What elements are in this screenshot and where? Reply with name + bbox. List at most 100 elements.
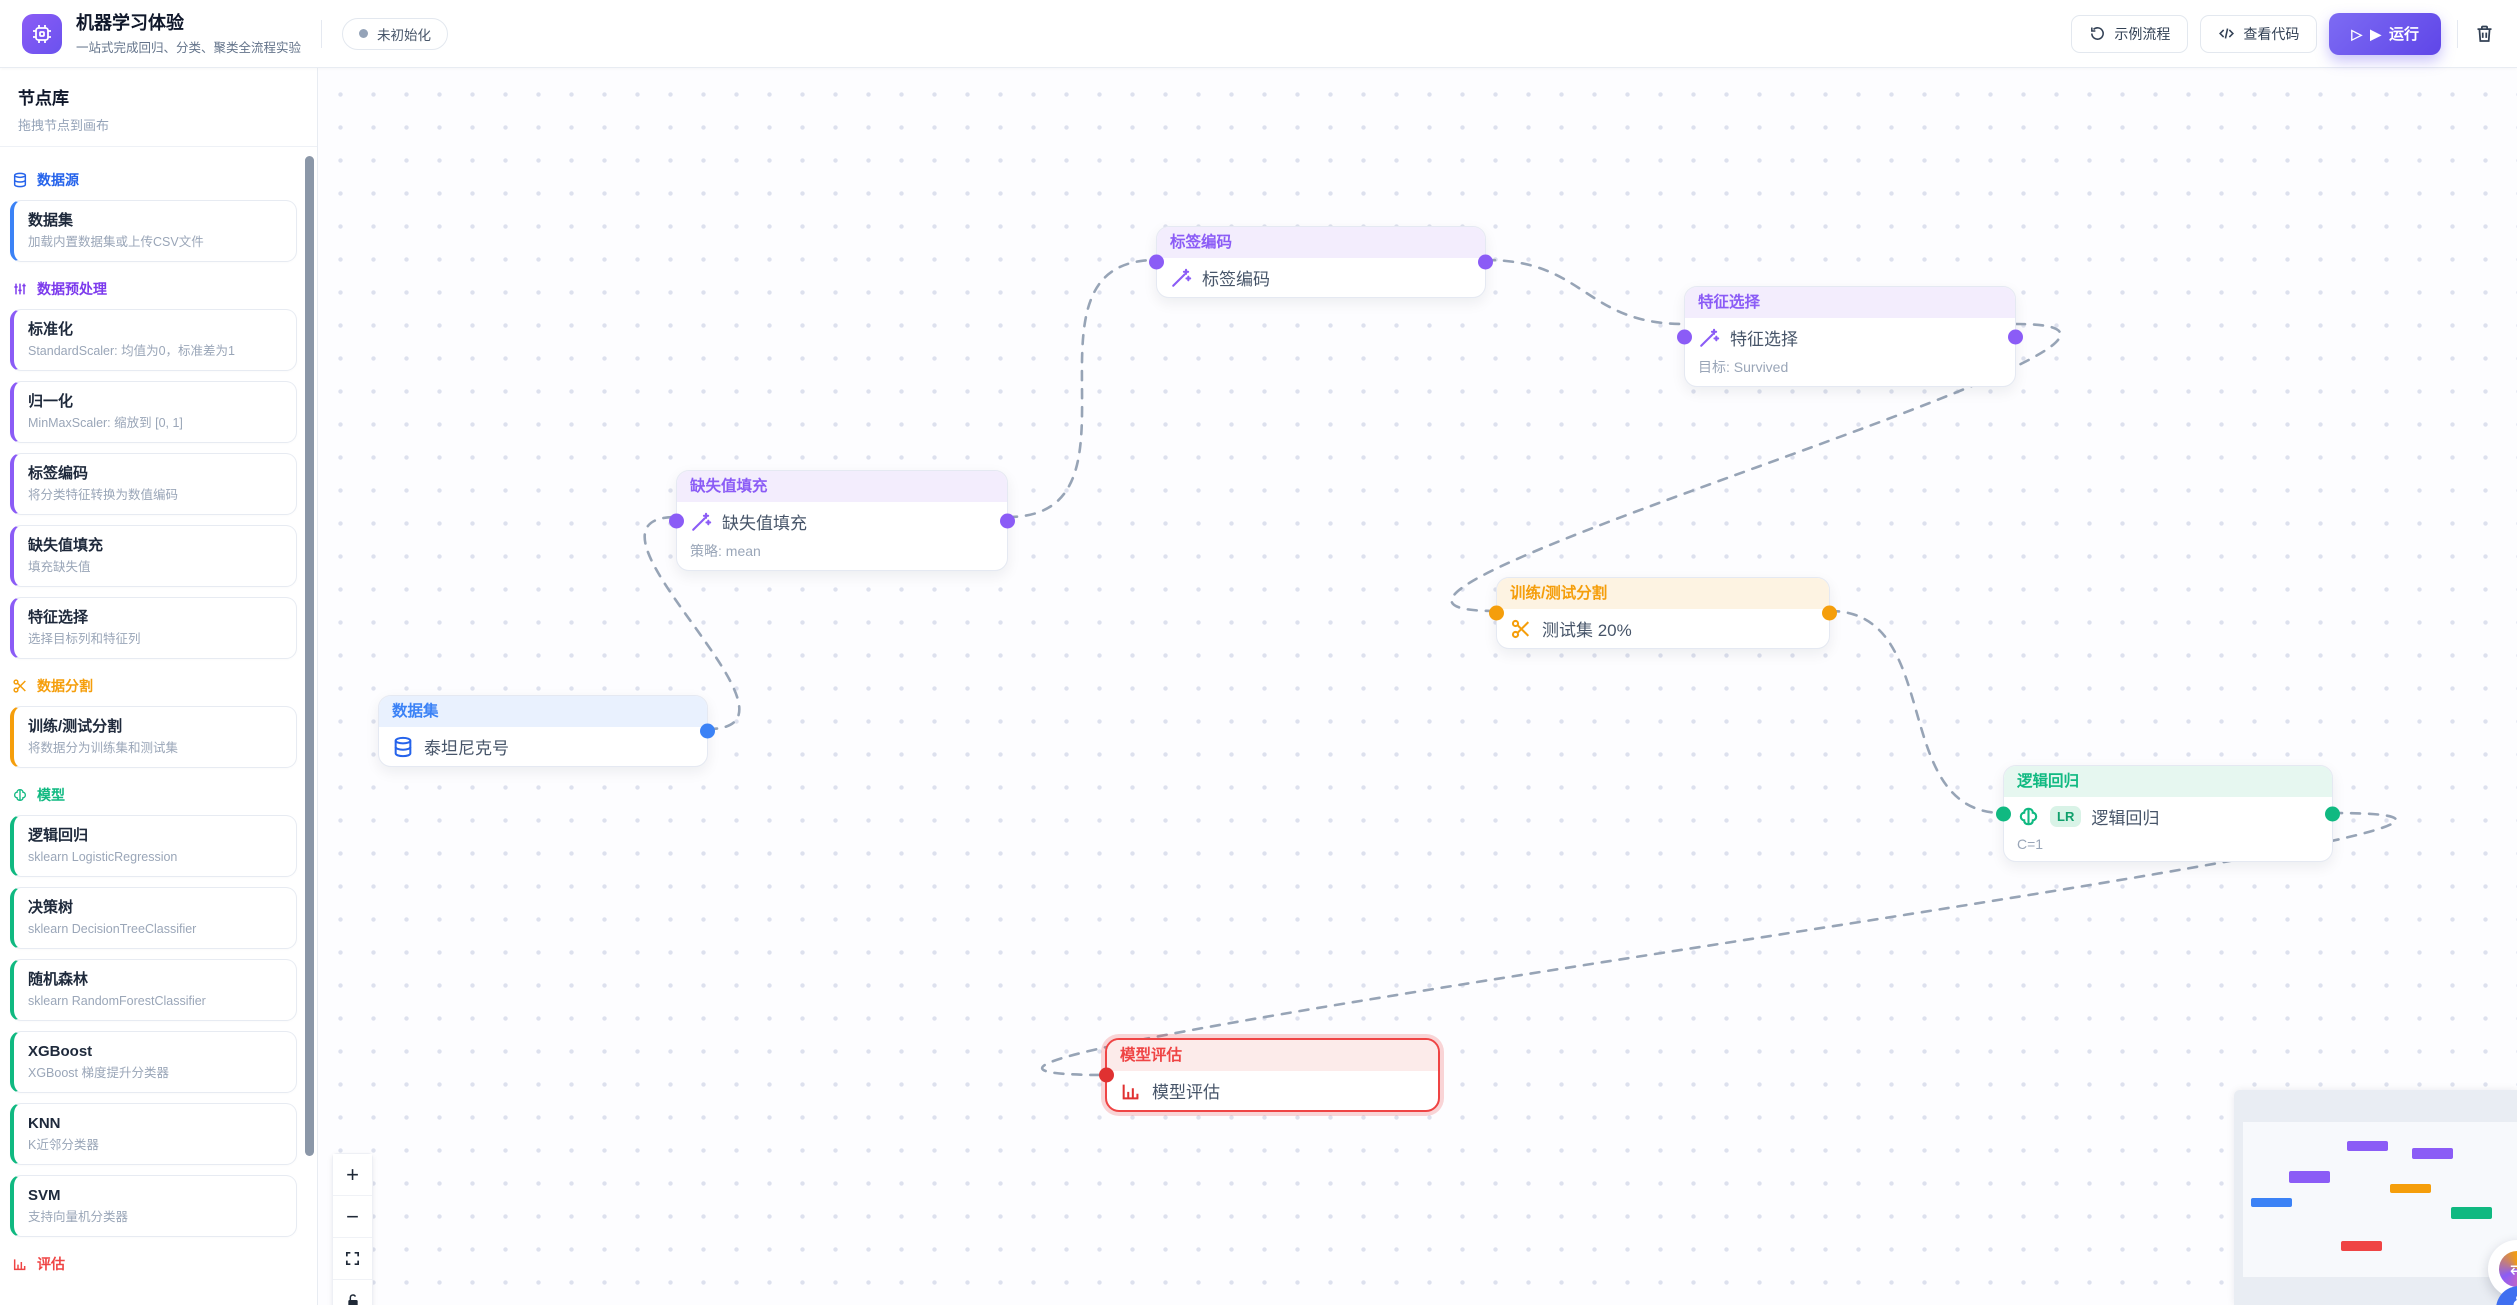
scissors-icon: [13, 679, 26, 693]
category-label: 数据分割: [37, 678, 93, 694]
input-handle[interactable]: [669, 513, 684, 528]
lock-open-icon: [347, 1294, 358, 1305]
flow-node-model-eval[interactable]: 模型评估 模型评估: [1099, 1038, 1440, 1112]
card-title: 归一化: [28, 393, 74, 410]
minus-icon: −: [346, 1203, 359, 1229]
fit-view-icon: [345, 1251, 360, 1266]
chip-icon: [33, 24, 51, 43]
card-title: 缺失值填充: [28, 537, 104, 554]
output-handle[interactable]: [1822, 605, 1837, 621]
card-desc: sklearn DecisionTreeClassifier: [28, 922, 197, 936]
flow-node-impute[interactable]: 缺失值填充 缺失值填充 策略: mean: [669, 470, 1015, 571]
card-title: 逻辑回归: [28, 827, 89, 844]
card-title: SVM: [28, 1187, 61, 1204]
zoom-out-button[interactable]: −: [333, 1196, 372, 1238]
example-flow-button[interactable]: 示例流程: [2071, 14, 2189, 53]
node-label: 标签编码: [1202, 270, 1270, 289]
database-icon: [394, 736, 412, 757]
card-title: 随机森林: [28, 971, 89, 988]
node-header: 逻辑回归: [2004, 766, 2332, 797]
flow-node-logistic-regression[interactable]: 逻辑回归 LR 逻辑回归 C=1: [1996, 765, 2340, 862]
bar-chart-icon: [13, 1259, 26, 1271]
output-handle[interactable]: [700, 723, 715, 739]
library-card-random-forest[interactable]: 随机森林 sklearn RandomForestClassifier: [10, 959, 297, 1021]
flow-edge[interactable]: [1006, 258, 1158, 519]
output-handle[interactable]: [1000, 513, 1015, 528]
card-desc: MinMaxScaler: 缩放到 [0, 1]: [28, 416, 183, 430]
lock-button[interactable]: [333, 1280, 372, 1305]
page-title: 机器学习体验: [76, 12, 184, 33]
library-card-impute[interactable]: 缺失值填充 填充缺失值: [10, 525, 297, 587]
app-header: 机器学习体验 一站式完成回归、分类、聚类全流程实验 未初始化 示例流程 查看代码: [0, 0, 2517, 68]
run-button[interactable]: ▷ ▶ 运行: [2329, 12, 2441, 55]
flow-edge[interactable]: [1450, 322, 2062, 613]
input-handle[interactable]: [1149, 254, 1164, 270]
node-header: 特征选择: [1685, 287, 2015, 318]
input-handle[interactable]: [1996, 806, 2011, 821]
output-handle[interactable]: [2008, 329, 2023, 344]
input-handle[interactable]: [1489, 605, 1504, 621]
status-badge: 未初始化: [342, 17, 449, 50]
card-desc: 支持向量机分类器: [28, 1210, 129, 1224]
view-code-label: 查看代码: [2243, 25, 2300, 42]
database-icon: [13, 172, 27, 188]
library-card-dataset[interactable]: 数据集 加载内置数据集或上传CSV文件: [10, 200, 297, 262]
category-label: 数据预处理: [37, 281, 107, 297]
assistant-icon: [2499, 1251, 2517, 1287]
node-label: 缺失值填充: [722, 514, 807, 533]
output-handle[interactable]: [1478, 254, 1493, 270]
library-card-logistic-regression[interactable]: 逻辑回归 sklearn LogisticRegression: [10, 815, 297, 877]
library-card-decision-tree[interactable]: 决策树 sklearn DecisionTreeClassifier: [10, 887, 297, 949]
category-label: 评估: [37, 1256, 65, 1272]
library-card-xgboost[interactable]: XGBoost XGBoost 梯度提升分类器: [10, 1031, 297, 1093]
library-card-train-test-split[interactable]: 训练/测试分割 将数据分为训练集和测试集: [10, 706, 297, 768]
flow-node-train-test-split[interactable]: 训练/测试分割 测试集 20%: [1489, 577, 1837, 649]
minimap-node: [2451, 1207, 2492, 1219]
flow-node-dataset[interactable]: 数据集 泰坦尼克号: [378, 695, 715, 767]
card-desc: sklearn LogisticRegression: [28, 850, 178, 864]
lr-badge: LR: [2050, 806, 2082, 827]
category-models: 模型: [12, 785, 297, 805]
fit-view-button[interactable]: [333, 1238, 372, 1280]
card-desc: K近邻分类器: [28, 1138, 99, 1152]
trash-icon: [2477, 25, 2492, 42]
flow-edge[interactable]: [1828, 609, 2005, 815]
input-handle[interactable]: [1677, 329, 1692, 344]
node-subtitle: C=1: [2017, 836, 2044, 852]
card-desc: 将数据分为训练集和测试集: [28, 741, 179, 755]
node-header: 标签编码: [1157, 227, 1485, 258]
card-title: KNN: [28, 1115, 61, 1132]
node-subtitle: 目标: Survived: [1698, 359, 1789, 375]
library-card-standardize[interactable]: 标准化 StandardScaler: 均值为0，标准差为1: [10, 309, 297, 371]
node-label: 测试集 20%: [1542, 621, 1632, 640]
library-card-normalize[interactable]: 归一化 MinMaxScaler: 缩放到 [0, 1]: [10, 381, 297, 443]
library-card-label-encode[interactable]: 标签编码 将分类特征转换为数值编码: [10, 453, 297, 515]
view-code-button[interactable]: 查看代码: [2200, 14, 2318, 53]
sidebar-scrollbar[interactable]: [305, 156, 314, 1156]
flow-node-feature-select[interactable]: 特征选择 特征选择 目标: Survived: [1677, 286, 2023, 387]
minimap[interactable]: [2234, 1090, 2517, 1305]
library-card-knn[interactable]: KNN K近邻分类器: [10, 1103, 297, 1165]
zoom-in-button[interactable]: +: [333, 1154, 372, 1196]
delete-button[interactable]: [2474, 23, 2495, 44]
assistant-button[interactable]: [2488, 1240, 2517, 1298]
card-title: 训练/测试分割: [28, 718, 123, 735]
helper-icon: ♟: [2511, 1290, 2517, 1305]
play-icon: ▶: [2370, 25, 2381, 42]
app-logo: [22, 13, 62, 54]
flow-node-label-encoding[interactable]: 标签编码 标签编码: [1149, 226, 1493, 298]
reset-icon: [2091, 27, 2105, 40]
flow-edge[interactable]: [1484, 258, 1686, 326]
library-card-feature-select[interactable]: 特征选择 选择目标列和特征列: [10, 597, 297, 659]
input-handle[interactable]: [1099, 1067, 1114, 1083]
category-preprocessing: 数据预处理: [12, 279, 297, 299]
minimap-node: [2289, 1171, 2330, 1183]
output-handle[interactable]: [2325, 806, 2340, 821]
node-header: 模型评估: [1107, 1040, 1438, 1071]
sidebar-title: 节点库: [18, 89, 69, 108]
category-label: 模型: [37, 787, 65, 803]
library-card-svm[interactable]: SVM 支持向量机分类器: [10, 1175, 297, 1237]
card-title: 标准化: [28, 321, 74, 338]
